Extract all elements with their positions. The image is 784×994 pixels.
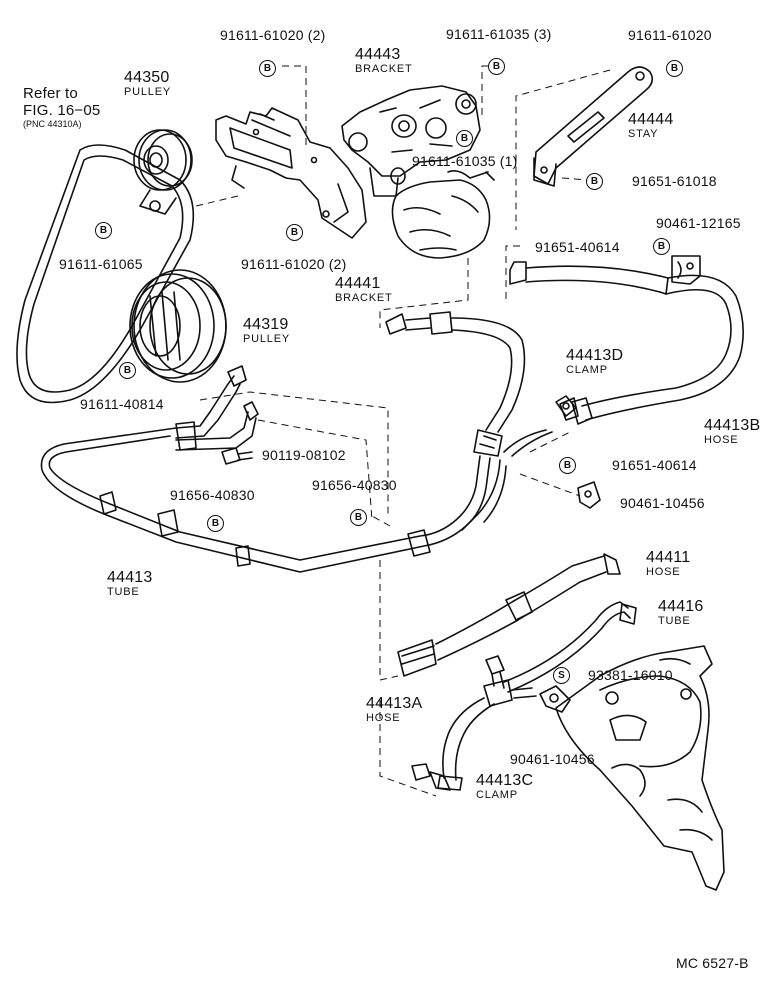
label-44416-number: 44416 [658, 598, 704, 615]
label-44416-name: TUBE [658, 615, 691, 627]
label-91611-61020-2-mid: 91611-61020 (2) [241, 256, 347, 272]
refer-line-1: Refer to [23, 85, 78, 102]
label-90461-10456-b: 90461-10456 [510, 751, 595, 767]
label-44350: 44350 PULLEY [124, 70, 171, 98]
b-badge-91611-61035-1: B [456, 130, 473, 147]
b-badge-91611-61065: B [95, 222, 112, 239]
b-badge-91611-40814: B [119, 362, 136, 379]
label-91651-40614-a: 91651-40614 [535, 239, 620, 255]
label-44413c-number: 44413C [476, 772, 534, 789]
clamp-44413d-drawing [555, 395, 577, 417]
label-44413a-name: HOSE [366, 712, 401, 724]
hose-44413a-drawing [437, 655, 537, 791]
label-44413b-name: HOSE [704, 434, 739, 446]
label-44413-name: TUBE [107, 586, 140, 598]
label-91656-40830-a: 91656-40830 [170, 487, 255, 503]
label-44441-number: 44441 [335, 275, 381, 292]
label-90119-08102: 90119-08102 [262, 447, 346, 463]
refer-line-3: (PNC 44310A) [23, 119, 82, 129]
hose-44411-drawing [397, 553, 621, 677]
label-44443-name: BRACKET [355, 63, 413, 75]
b-badge-91656-40830-a: B [207, 515, 224, 532]
v-belt [16, 144, 195, 404]
label-44443-number: 44443 [355, 46, 401, 63]
label-44413c-name: CLAMP [476, 789, 518, 801]
diagram-code: MC 6527-B [676, 955, 749, 971]
clamp-90461-12165-drawing [671, 255, 701, 285]
label-93381-16010: 93381-16010 [588, 667, 673, 683]
label-91611-61065: 91611-61065 [59, 256, 143, 272]
label-91651-61018: 91651-61018 [632, 173, 717, 189]
b-badge-91651-40614-a: B [653, 238, 670, 255]
label-91611-61035-3: 91611-61035 (3) [446, 26, 552, 42]
label-44413d-number: 44413D [566, 347, 624, 364]
stay-44444-drawing [533, 66, 654, 187]
label-91611-61020-2-top: 91611-61020 (2) [220, 27, 326, 43]
label-44413b: 44413B HOSE [704, 418, 760, 446]
label-44319: 44319 PULLEY [243, 317, 290, 345]
steering-gear-drawing [555, 645, 725, 891]
label-44350-number: 44350 [124, 69, 170, 86]
bolt-90119-08102-drawing [221, 447, 253, 465]
b-badge-91656-40830-b: B [350, 509, 367, 526]
bracket-44441-drawing [215, 107, 367, 239]
dashed-leaders [195, 65, 611, 797]
clamp-90461-10456-lower-drawing [539, 685, 571, 713]
clamp-44413c-drawing [411, 763, 451, 791]
label-90461-12165: 90461-12165 [656, 215, 741, 231]
label-44413a: 44413A HOSE [366, 696, 422, 724]
label-44416: 44416 TUBE [658, 599, 704, 627]
label-91611-61020-top: 91611-61020 [628, 27, 712, 43]
label-44444-name: STAY [628, 128, 659, 140]
pulley-44350-drawing [133, 129, 193, 215]
b-badge-91611-61020-2-top: B [259, 60, 276, 77]
label-44413c: 44413C CLAMP [476, 773, 533, 801]
label-44441-name: BRACKET [335, 292, 393, 304]
b-badge-91611-61020-2-mid: B [286, 224, 303, 241]
label-44411: 44411 HOSE [646, 550, 690, 578]
label-44413d-name: CLAMP [566, 364, 608, 376]
label-44411-number: 44411 [646, 549, 691, 566]
label-44350-name: PULLEY [124, 86, 171, 98]
label-91651-40614-b: 91651-40614 [612, 457, 697, 473]
pulley-44319-drawing [129, 269, 227, 383]
label-44443: 44443 BRACKET [355, 47, 413, 75]
b-badge-91611-61020-top: B [666, 60, 683, 77]
label-91611-61035-1: 91611-61035 (1) [412, 153, 518, 169]
label-44413: 44413 TUBE [107, 570, 153, 598]
label-44444-number: 44444 [628, 111, 674, 128]
label-90461-10456-a: 90461-10456 [620, 495, 705, 511]
pressure-tube-upper-drawing [385, 311, 526, 457]
label-44444: 44444 STAY [628, 112, 674, 140]
s-badge-93381-16010: S [553, 667, 570, 684]
label-44411-name: HOSE [646, 566, 681, 578]
label-44319-name: PULLEY [243, 333, 290, 345]
label-44413a-number: 44413A [366, 695, 423, 712]
label-44413-number: 44413 [107, 569, 153, 586]
label-91611-40814: 91611-40814 [80, 396, 164, 412]
label-44441: 44441 BRACKET [335, 276, 393, 304]
label-44413b-number: 44413B [704, 417, 761, 434]
b-badge-91611-61035-3: B [488, 58, 505, 75]
bracket-44443-drawing [341, 85, 495, 197]
label-44413d: 44413D CLAMP [566, 348, 623, 376]
b-badge-91651-40614-b: B [559, 457, 576, 474]
clamp-90461-10456-upper-drawing [577, 481, 601, 509]
tube-44416-drawing [503, 601, 637, 693]
label-91656-40830-b: 91656-40830 [312, 477, 397, 493]
label-44319-number: 44319 [243, 316, 289, 333]
tube-44413-drawing [40, 365, 507, 573]
refer-note: Refer to FIG. 16−05 (PNC 44310A) [23, 86, 100, 129]
pump-body-drawing [391, 179, 491, 259]
b-badge-91651-61018: B [586, 173, 603, 190]
refer-line-2: FIG. 16−05 [23, 102, 101, 119]
